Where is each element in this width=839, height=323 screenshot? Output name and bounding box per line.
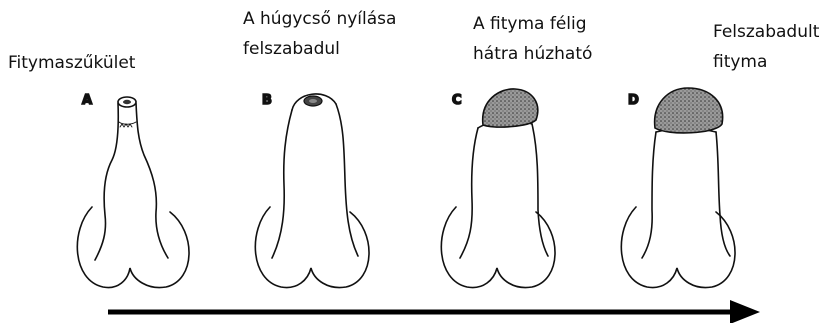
stage-b-shaft-right [336, 104, 358, 256]
stage-a-folds [120, 124, 132, 127]
stage-d-shaft-left [642, 132, 656, 258]
stage-c-drawing: C [441, 89, 555, 288]
arrow-head-icon [730, 300, 760, 323]
stage-b-letter: B [262, 93, 272, 108]
stage-a-shaft-left [95, 103, 118, 260]
stage-c-shaft-left [460, 128, 478, 258]
stage-b-meatus [309, 99, 317, 103]
stage-d-glans [655, 88, 723, 133]
stage-a-letter: A [82, 93, 92, 108]
stage-d-drawing: D [621, 88, 735, 288]
progression-arrow [108, 300, 760, 323]
stage-c-shaft-right [532, 124, 548, 256]
stage-b-shaft-left [272, 110, 292, 258]
stage-d-scrotum [621, 207, 735, 288]
stage-c-glans [483, 89, 538, 127]
stage-a-opening [123, 100, 131, 104]
stage-a-scrotum [77, 207, 189, 288]
stage-d-letter: D [628, 93, 639, 108]
stage-c-letter: C [452, 93, 462, 108]
stage-b-scrotum [255, 207, 369, 288]
stage-a-shaft-right [136, 103, 168, 258]
stage-b-drawing: B [255, 93, 369, 288]
stage-d-shaft-right [716, 132, 730, 256]
stage-a-drawing: A [77, 93, 189, 288]
